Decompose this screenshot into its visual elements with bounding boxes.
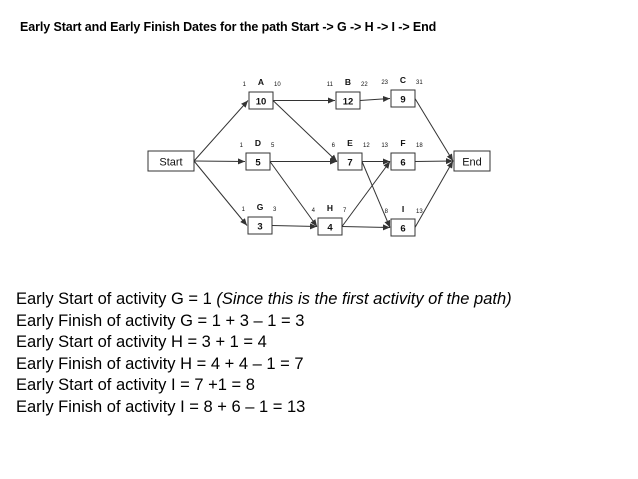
activity-early-start: 8 — [385, 209, 389, 215]
activity-node-f: 6 F 13 18 — [381, 138, 423, 171]
activity-early-start: 4 — [312, 208, 316, 214]
activity-early-finish: 7 — [343, 208, 347, 214]
activity-early-finish: 12 — [363, 143, 370, 149]
activity-node-b: 12 B 11 22 — [327, 77, 368, 110]
activity-early-finish: 3 — [273, 207, 277, 213]
edge-a-e — [272, 100, 338, 162]
activity-box — [245, 152, 271, 171]
edge-e-i — [361, 161, 391, 228]
calc-text: Early Start of activity G = 1 — [16, 290, 217, 308]
edge-h-f — [341, 161, 391, 227]
activity-box — [390, 218, 416, 237]
activity-letter: C — [400, 75, 406, 85]
activity-early-start: 23 — [381, 80, 388, 86]
calc-text: Early Start of activity H = 3 + 1 = 4 — [16, 333, 267, 351]
calc-line-i-start: Early Start of activity I = 7 +1 = 8 — [16, 375, 512, 397]
calc-line-h-finish: Early Finish of activity H = 4 + 4 – 1 =… — [16, 354, 512, 376]
activity-duration: 3 — [257, 222, 262, 233]
activity-duration: 4 — [327, 223, 333, 234]
calc-text: Early Start of activity I = 7 +1 = 8 — [16, 376, 255, 394]
edge-h-i — [341, 224, 391, 231]
activity-box — [248, 91, 274, 110]
activity-early-finish: 31 — [416, 80, 423, 86]
end-label: End — [462, 157, 482, 169]
activity-letter: G — [257, 202, 264, 212]
activity-node-h: 4 H 4 7 — [312, 203, 347, 236]
activity-node-e: 7 E 6 12 — [332, 138, 370, 171]
calc-text: Early Finish of activity H = 4 + 4 – 1 =… — [16, 354, 304, 373]
activity-early-start: 1 — [240, 143, 244, 149]
activity-letter: I — [402, 204, 404, 214]
edge-start-a — [193, 100, 249, 162]
activity-letter: E — [347, 138, 353, 148]
activity-early-finish: 22 — [361, 82, 368, 88]
edge-b-c — [359, 95, 391, 102]
activity-duration: 6 — [400, 158, 405, 169]
activity-node-c: 9 C 23 31 — [381, 75, 423, 108]
activity-box — [247, 216, 273, 235]
activity-early-start: 6 — [332, 143, 336, 149]
activity-early-start: 1 — [242, 207, 246, 213]
edge-start-d — [193, 158, 246, 165]
diagram-title: Early Start and Early Finish Dates for t… — [20, 20, 437, 34]
activity-early-finish: 13 — [416, 209, 423, 215]
calc-text: Early Finish of activity G = 1 + 3 – 1 =… — [16, 311, 305, 330]
activity-box — [317, 217, 343, 236]
activity-box — [390, 89, 416, 108]
edge-g-h — [271, 223, 318, 230]
activity-early-start: 11 — [327, 82, 334, 88]
calculation-lines: Early Start of activity G = 1 (Since thi… — [16, 289, 512, 418]
activity-letter: H — [327, 203, 333, 213]
activity-duration: 9 — [400, 95, 405, 106]
activity-early-finish: 18 — [416, 143, 423, 149]
activity-duration: 10 — [256, 97, 267, 108]
edge-c-end — [414, 98, 454, 162]
activity-duration: 6 — [400, 224, 405, 235]
activity-duration: 12 — [343, 97, 354, 108]
activity-duration: 7 — [347, 158, 352, 169]
activity-node-d: 5 D 1 5 — [240, 138, 275, 171]
activity-letter: A — [258, 77, 264, 87]
activity-letter: B — [345, 77, 351, 87]
activity-early-start: 1 — [243, 82, 247, 88]
activity-node-a: 10 A 1 10 — [243, 77, 281, 110]
end-node — [453, 150, 491, 172]
calc-note: (Since this is the first activity of the… — [216, 290, 512, 308]
calc-line-g-start: Early Start of activity G = 1 (Since thi… — [16, 289, 512, 311]
activity-box — [335, 91, 361, 110]
activity-early-finish: 10 — [274, 82, 281, 88]
activity-early-start: 13 — [381, 143, 388, 149]
calc-line-h-start: Early Start of activity H = 3 + 1 = 4 — [16, 332, 512, 354]
start-label: Start — [159, 157, 182, 169]
activity-letter: F — [400, 138, 405, 148]
activity-node-g: 3 G 1 3 — [242, 202, 277, 235]
edge-f-end — [414, 158, 454, 165]
calc-text: Early Finish of activity I = 8 + 6 – 1 =… — [16, 397, 306, 416]
edge-start-g — [193, 160, 248, 226]
calc-line-g-finish: Early Finish of activity G = 1 + 3 – 1 =… — [16, 311, 512, 333]
activity-box — [390, 152, 416, 171]
network-edges — [193, 95, 454, 231]
activity-early-finish: 5 — [271, 143, 275, 149]
edge-d-h — [269, 161, 318, 227]
activity-box — [337, 152, 363, 171]
activity-letter: D — [255, 138, 261, 148]
activity-node-i: 6 I 8 13 — [385, 204, 423, 237]
calc-line-i-finish: Early Finish of activity I = 8 + 6 – 1 =… — [16, 397, 512, 419]
edge-i-end — [414, 160, 454, 228]
activity-duration: 5 — [255, 158, 261, 169]
start-node — [147, 150, 195, 172]
